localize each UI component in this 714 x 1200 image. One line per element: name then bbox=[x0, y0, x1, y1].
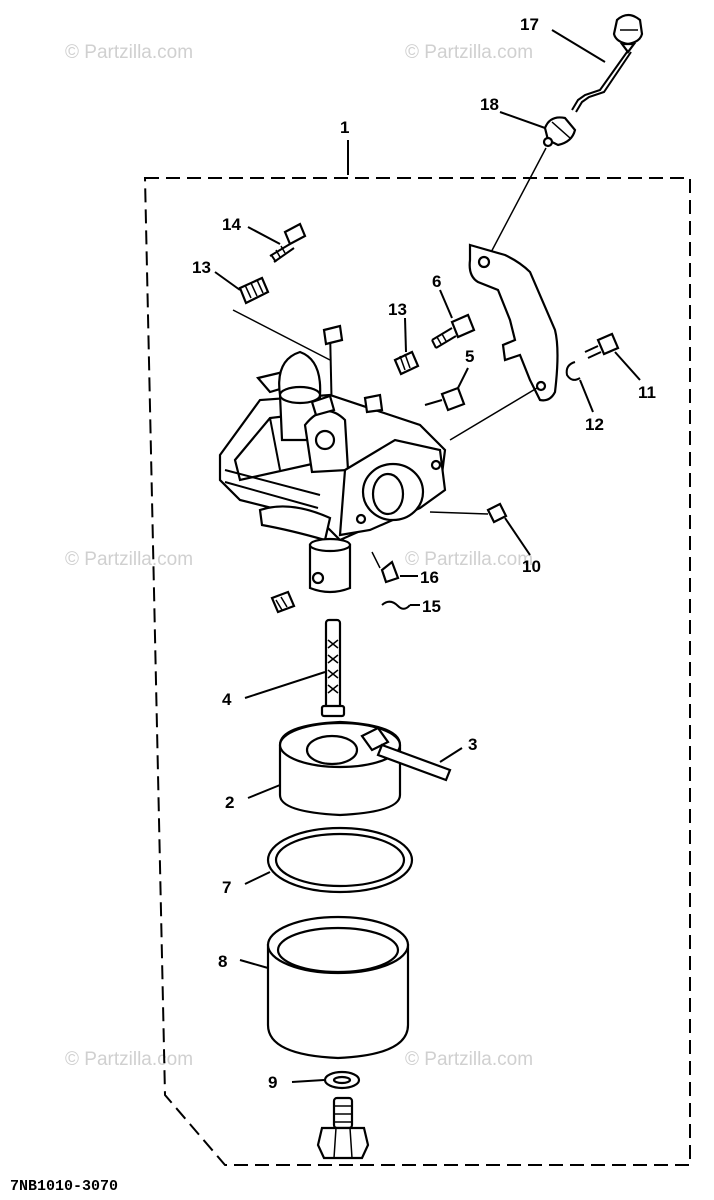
link-line-bracket bbox=[449, 387, 538, 441]
leader-3 bbox=[439, 747, 463, 763]
callout-3: 3 bbox=[468, 735, 477, 754]
callout-11: 11 bbox=[638, 383, 656, 402]
drain-bolt bbox=[316, 1096, 370, 1160]
clip-part-16 bbox=[371, 551, 400, 584]
screw-part-14 bbox=[269, 222, 307, 263]
callout-13-left: 13 bbox=[192, 258, 211, 277]
callout-4: 4 bbox=[222, 690, 232, 709]
screw-part-5 bbox=[424, 386, 466, 412]
callout-18: 18 bbox=[480, 95, 499, 114]
callout-16: 16 bbox=[420, 568, 439, 587]
clip-part-12 bbox=[565, 361, 581, 381]
leader-13-left bbox=[214, 271, 241, 291]
assembly-boundary bbox=[143, 177, 691, 1166]
plug-screw bbox=[270, 590, 296, 614]
main-nozzle-part-4 bbox=[320, 618, 346, 718]
leader-18 bbox=[499, 111, 546, 129]
leader-14 bbox=[247, 226, 281, 245]
link-line-13-left bbox=[232, 309, 331, 361]
callout-1: 1 bbox=[340, 118, 349, 137]
screw-part-6 bbox=[431, 313, 476, 349]
float-pin-part-3 bbox=[376, 743, 452, 782]
leader-4 bbox=[244, 671, 326, 699]
leader-8 bbox=[239, 959, 269, 969]
link-line-18 bbox=[487, 147, 547, 259]
leader-10 bbox=[504, 517, 531, 556]
leader-12 bbox=[579, 379, 594, 413]
callout-8: 8 bbox=[218, 952, 227, 971]
watermark-top-left: © Partzilla.com bbox=[65, 42, 193, 63]
choke-rod-part-17 bbox=[571, 13, 644, 113]
callout-9: 9 bbox=[268, 1073, 277, 1092]
watermark-mid-left: © Partzilla.com bbox=[65, 549, 193, 570]
drawing-code: 7NB1010-3070 bbox=[10, 1178, 118, 1195]
gasket-part-7 bbox=[266, 826, 414, 894]
leader-6 bbox=[439, 289, 453, 319]
carburetor-body bbox=[218, 324, 447, 594]
watermark-mid-right: © Partzilla.com bbox=[405, 549, 533, 570]
callout-17: 17 bbox=[520, 15, 539, 34]
callout-13-center: 13 bbox=[388, 300, 407, 319]
leader-17 bbox=[551, 29, 606, 63]
callout-10: 10 bbox=[522, 557, 541, 576]
leader-13-center bbox=[404, 317, 407, 353]
screw-part-11 bbox=[584, 332, 620, 359]
spring-part-13-left bbox=[238, 276, 270, 305]
watermark-bottom-left: © Partzilla.com bbox=[65, 1049, 193, 1070]
watermark-top-right: © Partzilla.com bbox=[405, 42, 533, 63]
washer-part-9 bbox=[323, 1070, 361, 1090]
spring-part-15 bbox=[381, 600, 411, 610]
callout-12: 12 bbox=[585, 415, 604, 434]
watermark-bottom-right: © Partzilla.com bbox=[405, 1049, 533, 1070]
choke-bracket bbox=[468, 243, 559, 402]
watermark-group: © Partzilla.com © Partzilla.com © Partzi… bbox=[65, 42, 533, 1070]
leader-2 bbox=[247, 784, 281, 799]
leader-9 bbox=[291, 1079, 325, 1083]
float-bowl-part-8 bbox=[266, 915, 410, 1060]
float-part-2 bbox=[278, 720, 402, 817]
callout-15: 15 bbox=[422, 597, 441, 616]
callout-2: 2 bbox=[225, 793, 234, 812]
leader-7 bbox=[244, 871, 271, 885]
screw-part-10 bbox=[429, 502, 508, 524]
leader-5 bbox=[457, 367, 469, 389]
callout-6: 6 bbox=[432, 272, 441, 291]
callout-14: 14 bbox=[222, 215, 241, 234]
callout-5: 5 bbox=[465, 347, 474, 366]
spring-part-13-center bbox=[393, 350, 420, 376]
grommet-part-18 bbox=[542, 116, 577, 148]
leader-11 bbox=[614, 351, 641, 381]
callout-7: 7 bbox=[222, 878, 231, 897]
